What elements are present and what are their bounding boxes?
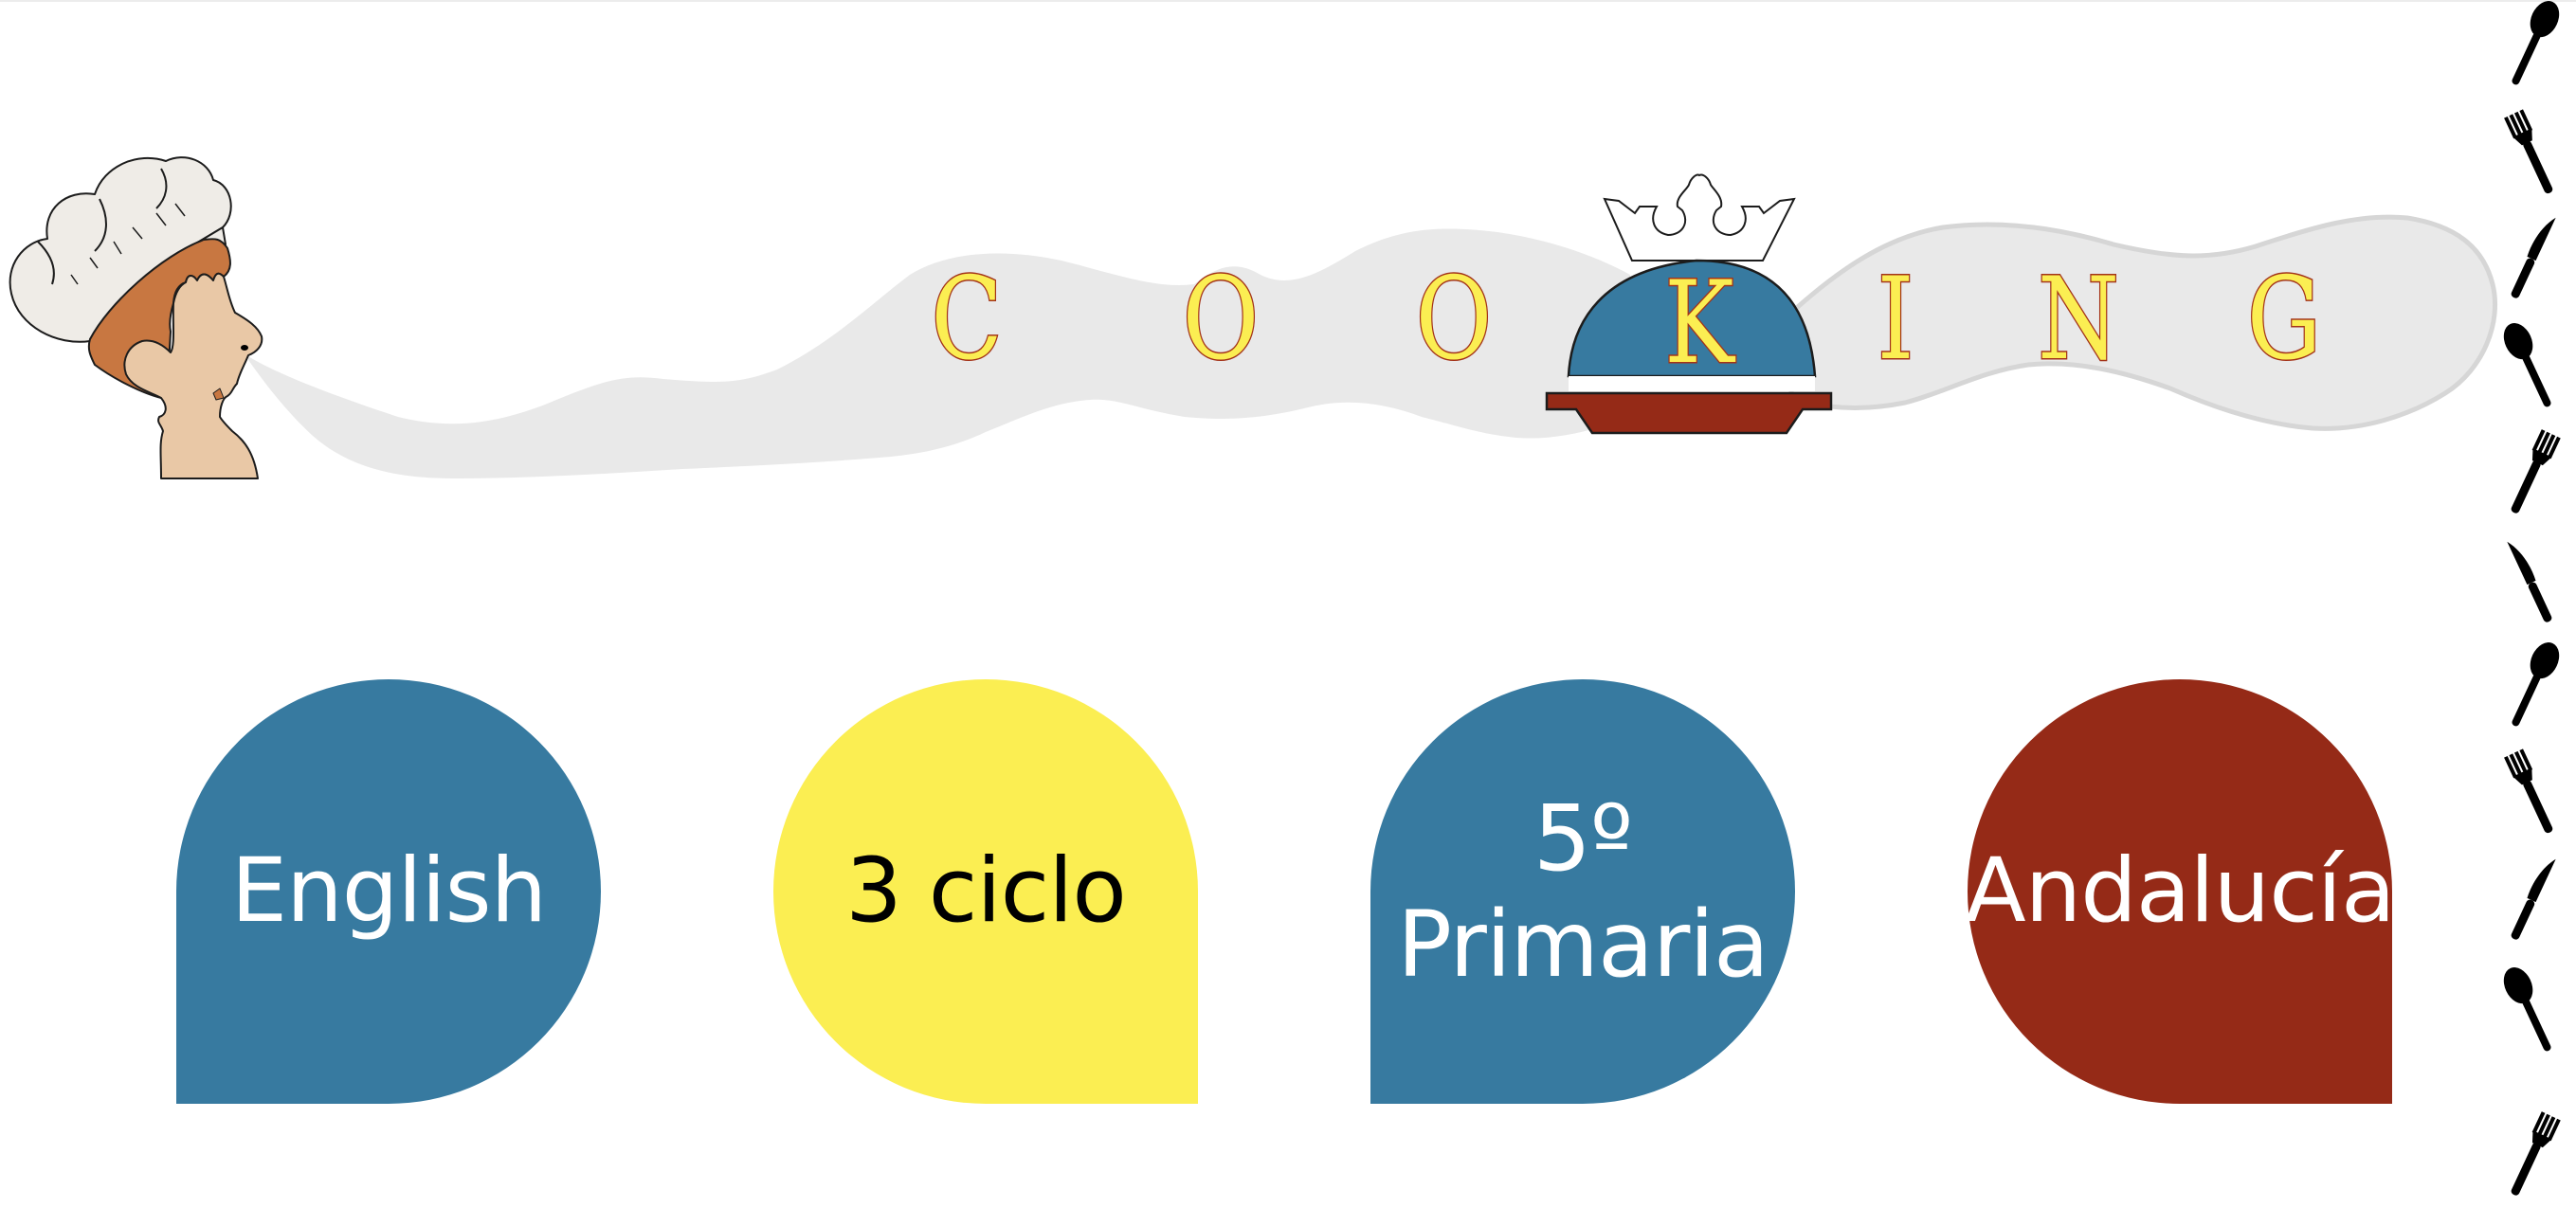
primaria-label: Primaria <box>1397 892 1769 998</box>
crowned-cloche-illustration <box>1545 173 1833 435</box>
quinto-label: 5º <box>1533 785 1633 892</box>
english-button[interactable]: English <box>176 679 601 1104</box>
title-letter-k: K <box>1663 257 1735 391</box>
spoon-icon <box>2503 967 2551 1052</box>
title-letter-o1: O <box>1181 253 1260 388</box>
title-letter-c: C <box>930 253 1004 388</box>
smoke-trail <box>248 214 2498 478</box>
knife-icon <box>2511 858 2556 940</box>
title-letter-o2: O <box>1414 253 1493 388</box>
knife-icon <box>2511 217 2556 298</box>
title-letter-n: N <box>2037 253 2121 388</box>
spoon-icon <box>2503 323 2551 407</box>
fork-icon <box>2511 1111 2561 1196</box>
spoon-icon <box>2512 642 2560 727</box>
tercer-ciclo-label: 3 ciclo <box>845 839 1127 943</box>
andalucia-label: Andalucía <box>1965 839 2395 943</box>
title-letter-g: G <box>2245 253 2322 388</box>
english-label: English <box>230 839 547 943</box>
knife-icon <box>2507 541 2552 622</box>
fork-icon <box>2504 748 2553 834</box>
title-letter-i: I <box>1876 253 1914 388</box>
quinto-primaria-button[interactable]: 5º Primaria <box>1370 679 1795 1104</box>
top-border <box>0 0 2576 2</box>
fork-icon <box>2504 109 2553 194</box>
spoon-icon <box>2512 1 2560 85</box>
tercer-ciclo-button[interactable]: 3 ciclo <box>773 679 1198 1104</box>
fork-icon <box>2511 429 2561 514</box>
andalucia-button[interactable]: Andalucía <box>1965 679 2396 1104</box>
chef-illustration <box>9 156 263 479</box>
